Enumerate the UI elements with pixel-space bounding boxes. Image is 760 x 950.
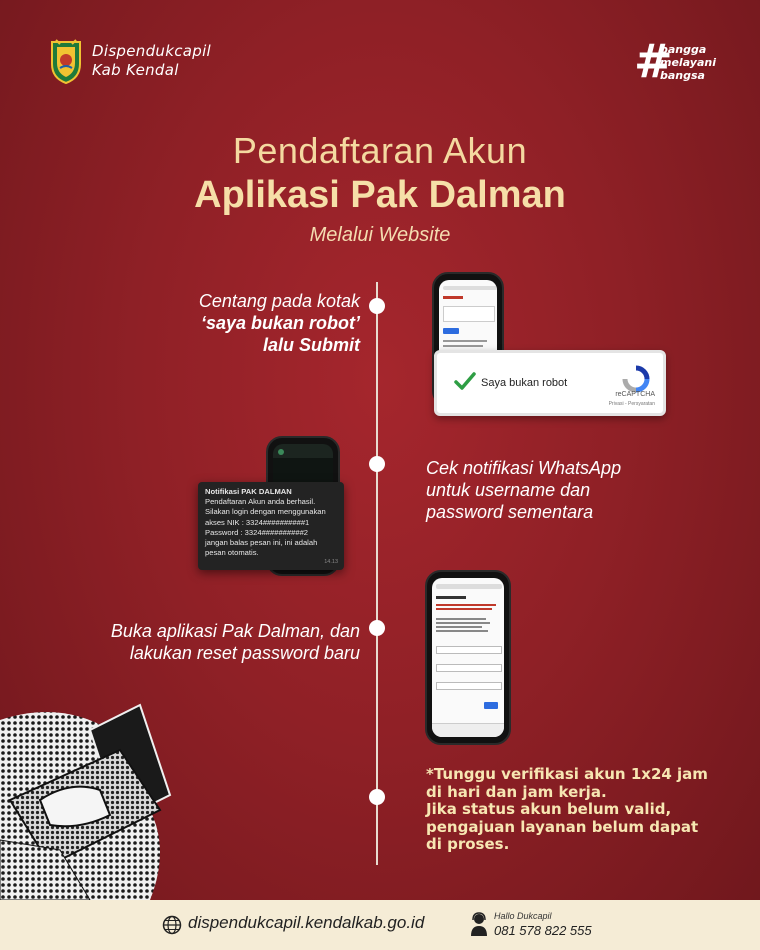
tagline-word-1: bangga bbox=[660, 43, 707, 56]
step-1-line-2: ‘saya bukan robot’ bbox=[200, 313, 360, 333]
wa-line-3: akses NIK : 3324##########1 bbox=[205, 517, 310, 527]
recaptcha-privacy: Privasi - Persyaratan bbox=[608, 401, 655, 407]
wa-line-4: Password : 3324##########2 bbox=[205, 527, 309, 537]
step-3-line-1: Buka aplikasi Pak Dalman, dan bbox=[110, 621, 360, 641]
kendal-logo bbox=[51, 39, 81, 84]
timeline-dot-1 bbox=[369, 298, 385, 314]
hotline-label: Hallo Dukcapil bbox=[494, 911, 552, 921]
wa-time: 14.13 bbox=[324, 558, 338, 565]
brand-line-1: Dispendukcapil bbox=[92, 42, 211, 60]
step-1-line-1: Centang pada kotak bbox=[198, 291, 360, 311]
timeline-dot-3 bbox=[369, 620, 385, 636]
tagline-word-2: melayani bbox=[660, 56, 716, 69]
timeline-line bbox=[376, 282, 378, 865]
laptop-illustration bbox=[0, 703, 172, 900]
timeline-dot-2 bbox=[369, 456, 385, 472]
subtitle: Melalui Website bbox=[309, 224, 451, 246]
note-line-1: *Tunggu verifikasi akun 1x24 jam bbox=[426, 765, 708, 783]
step-2-line-2: untuk username dan bbox=[426, 480, 591, 500]
check-icon bbox=[454, 372, 476, 390]
note-line-5: di proses. bbox=[426, 835, 510, 853]
hotline-number[interactable]: 081 578 822 555 bbox=[494, 923, 592, 938]
wa-line-6: pesan otomatis. bbox=[205, 548, 259, 558]
timeline-dot-4 bbox=[369, 789, 385, 805]
footer: dispendukcapil.kendalkab.go.id Hallo Duk… bbox=[0, 900, 760, 950]
tagline-word-3: bangsa bbox=[660, 69, 705, 82]
wa-line-1: Pendaftaran Akun anda berhasil. bbox=[205, 497, 316, 507]
headset-icon bbox=[471, 912, 487, 936]
wa-line-5: jangan balas pesan ini, ini adalah bbox=[205, 538, 318, 548]
wa-line-2: Silakan login dengan menggunakan bbox=[205, 507, 326, 517]
verification-note: *Tunggu verifikasi akun 1x24 jam di hari… bbox=[426, 765, 736, 854]
step-2-line-3: password sementara bbox=[426, 502, 594, 522]
hashtag-symbol: # bbox=[634, 34, 673, 88]
tagline: # bangga melayani bangsa bbox=[634, 34, 730, 88]
recaptcha-brand: reCAPTCHA bbox=[615, 391, 655, 398]
recaptcha-widget: Saya bukan robot reCAPTCHA Privasi - Per… bbox=[434, 350, 666, 416]
brand-name: Dispendukcapil Kab Kendal bbox=[92, 42, 211, 80]
step-2-text: Cek notifikasi WhatsApp untuk username d… bbox=[426, 457, 726, 523]
step-2-line-1: Cek notifikasi WhatsApp bbox=[426, 458, 622, 478]
recaptcha-label: Saya bukan robot bbox=[481, 377, 568, 389]
brand-line-2: Kab Kendal bbox=[92, 61, 179, 79]
step-1-text: Centang pada kotak ‘saya bukan robot’ la… bbox=[30, 290, 360, 356]
wa-title: Notifikasi PAK DALMAN bbox=[205, 487, 292, 496]
step-3-line-2: lakukan reset password baru bbox=[129, 643, 360, 663]
phone-reset-password bbox=[425, 570, 511, 745]
note-line-2: di hari dan jam kerja. bbox=[426, 782, 607, 801]
note-line-4: pengajuan layanan belum dapat bbox=[426, 817, 699, 836]
title-line-1: Pendaftaran Akun bbox=[232, 130, 528, 171]
recaptcha-icon bbox=[622, 365, 650, 393]
whatsapp-message: Notifikasi PAK DALMAN Pendaftaran Akun a… bbox=[198, 482, 344, 570]
note-line-3: Jika status akun belum valid, bbox=[426, 800, 672, 818]
title-line-2: Aplikasi Pak Dalman bbox=[194, 174, 566, 216]
website-link[interactable]: dispendukcapil.kendalkab.go.id bbox=[188, 913, 425, 932]
step-3-text: Buka aplikasi Pak Dalman, dan lakukan re… bbox=[20, 620, 360, 664]
step-1-line-3: lalu Submit bbox=[262, 335, 360, 355]
globe-icon bbox=[162, 915, 182, 935]
